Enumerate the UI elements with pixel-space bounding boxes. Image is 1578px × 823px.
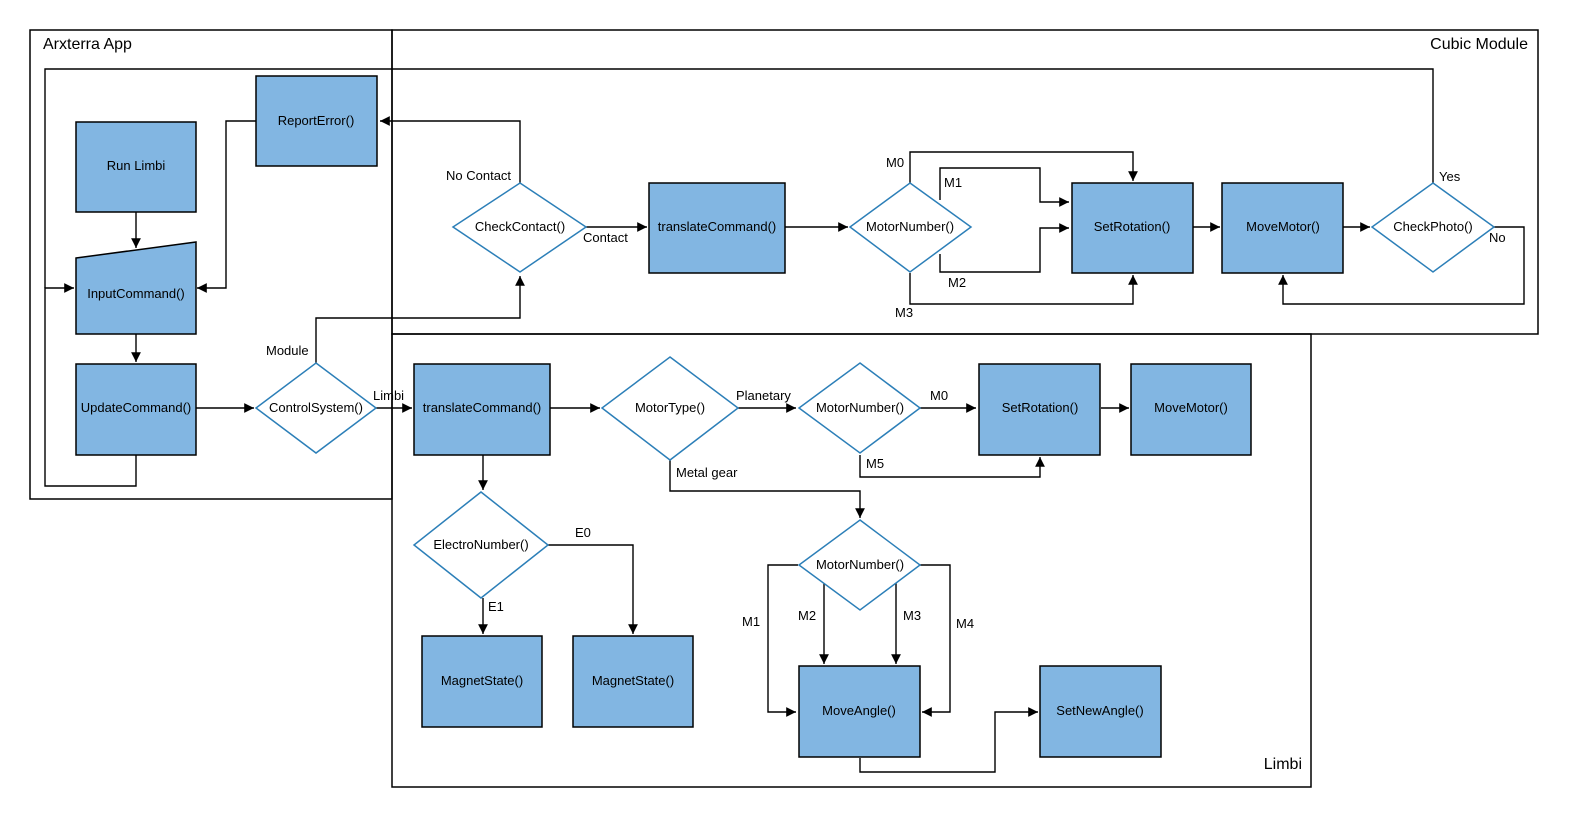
region-cubic-module-label: Cubic Module	[1430, 36, 1528, 53]
check-photo-diamond: CheckPhoto()	[1370, 182, 1496, 273]
edge-m1-cubic	[939, 167, 1069, 207]
magnet-state-e1-label: MagnetState()	[441, 673, 523, 688]
label-e1: E1	[488, 599, 504, 614]
run-limbi-box: Run Limbi	[75, 121, 197, 213]
label-m1-limbi: M1	[742, 614, 760, 629]
set-new-angle-box: SetNewAngle()	[1039, 665, 1162, 758]
label-m4: M4	[956, 616, 974, 631]
move-motor-limbi-box: MoveMotor()	[1130, 363, 1252, 456]
label-m0-limbi: M0	[930, 388, 948, 403]
label-m2-limbi: M2	[798, 608, 816, 623]
edge-m5	[859, 455, 1045, 478]
control-system-label: ControlSystem()	[269, 400, 363, 415]
region-limbi	[391, 333, 1312, 788]
translate-command-cubic-box: translateCommand()	[648, 182, 786, 274]
label-m1-cubic: M1	[944, 175, 962, 190]
label-e0: E0	[575, 525, 591, 540]
check-photo-label: CheckPhoto()	[1393, 219, 1472, 234]
motor-type-diamond: MotorType()	[600, 356, 740, 461]
move-motor-cubic-box: MoveMotor()	[1221, 182, 1344, 274]
edge-photo-yes-to-input	[44, 68, 1434, 288]
edge-m2-cubic	[939, 223, 1069, 273]
label-m2-cubic: M2	[948, 275, 966, 290]
motor-number-planetary-label: MotorNumber()	[816, 400, 904, 415]
label-contact: Contact	[583, 230, 628, 245]
label-m0-cubic: M0	[886, 155, 904, 170]
region-arxterra-app-label: Arxterra App	[43, 36, 132, 53]
motor-type-label: MotorType()	[635, 400, 705, 415]
control-system-diamond: ControlSystem()	[254, 362, 378, 454]
electro-number-label: ElectroNumber()	[433, 537, 528, 552]
label-no: No	[1489, 230, 1506, 245]
edge-no-contact	[380, 116, 521, 183]
translate-command-limbi-label: translateCommand()	[423, 400, 542, 415]
region-limbi-label: Limbi	[1264, 756, 1302, 773]
set-rotation-limbi-box: SetRotation()	[978, 363, 1101, 456]
move-angle-label: MoveAngle()	[822, 703, 896, 718]
translate-command-limbi-box: translateCommand()	[413, 363, 551, 456]
edge-moveangle-to-setnewangle	[859, 707, 1038, 773]
label-limbi: Limbi	[373, 388, 404, 403]
set-rotation-cubic-box: SetRotation()	[1071, 182, 1194, 274]
label-m3-limbi: M3	[903, 608, 921, 623]
move-motor-limbi-label: MoveMotor()	[1154, 400, 1228, 415]
move-motor-cubic-label: MoveMotor()	[1246, 219, 1320, 234]
report-error-box: ReportError()	[255, 75, 378, 167]
check-contact-label: CheckContact()	[475, 219, 565, 234]
run-limbi-label: Run Limbi	[107, 158, 166, 173]
edge-e0	[548, 544, 638, 634]
edge-metal-gear	[669, 460, 865, 518]
label-metal-gear: Metal gear	[676, 465, 738, 480]
label-no-contact: No Contact	[446, 168, 511, 183]
set-new-angle-label: SetNewAngle()	[1056, 703, 1143, 718]
motor-number-metal-diamond: MotorNumber()	[797, 519, 922, 611]
translate-command-cubic-label: translateCommand()	[658, 219, 777, 234]
update-command-box: UpdateCommand()	[75, 363, 197, 456]
edge-update-loop-to-input	[44, 283, 137, 487]
edge-m0-cubic	[909, 151, 1138, 183]
motor-number-cubic-label: MotorNumber()	[866, 219, 954, 234]
update-command-label: UpdateCommand()	[81, 400, 192, 415]
set-rotation-cubic-label: SetRotation()	[1094, 219, 1171, 234]
set-rotation-limbi-label: SetRotation()	[1002, 400, 1079, 415]
edge-control-module	[315, 276, 525, 363]
magnet-state-e1-box: MagnetState()	[421, 635, 543, 728]
input-command-box: InputCommand()	[75, 241, 197, 335]
magnet-state-e0-label: MagnetState()	[592, 673, 674, 688]
motor-number-planetary-diamond: MotorNumber()	[797, 362, 922, 454]
report-error-label: ReportError()	[278, 113, 355, 128]
move-angle-box: MoveAngle()	[798, 665, 921, 758]
label-planetary: Planetary	[736, 388, 791, 403]
edge-m3-cubic	[909, 273, 1138, 305]
label-m3-cubic: M3	[895, 305, 913, 320]
edge-report-to-input	[197, 120, 256, 293]
label-module: Module	[266, 343, 309, 358]
edge-m4	[920, 564, 951, 717]
electro-number-diamond: ElectroNumber()	[412, 491, 550, 599]
edge-photo-no	[1278, 226, 1525, 305]
check-contact-diamond: CheckContact()	[451, 182, 588, 273]
magnet-state-e0-box: MagnetState()	[572, 635, 694, 728]
edge-m1-limbi	[767, 564, 798, 717]
label-yes: Yes	[1439, 169, 1461, 184]
edge-labels: No Contact Contact Module Limbi M0 M1 M2…	[266, 155, 1506, 631]
input-command-label: InputCommand()	[87, 286, 185, 301]
motor-number-cubic-diamond: MotorNumber()	[848, 182, 973, 273]
label-m5: M5	[866, 456, 884, 471]
motor-number-metal-label: MotorNumber()	[816, 557, 904, 572]
edges	[44, 68, 1525, 773]
